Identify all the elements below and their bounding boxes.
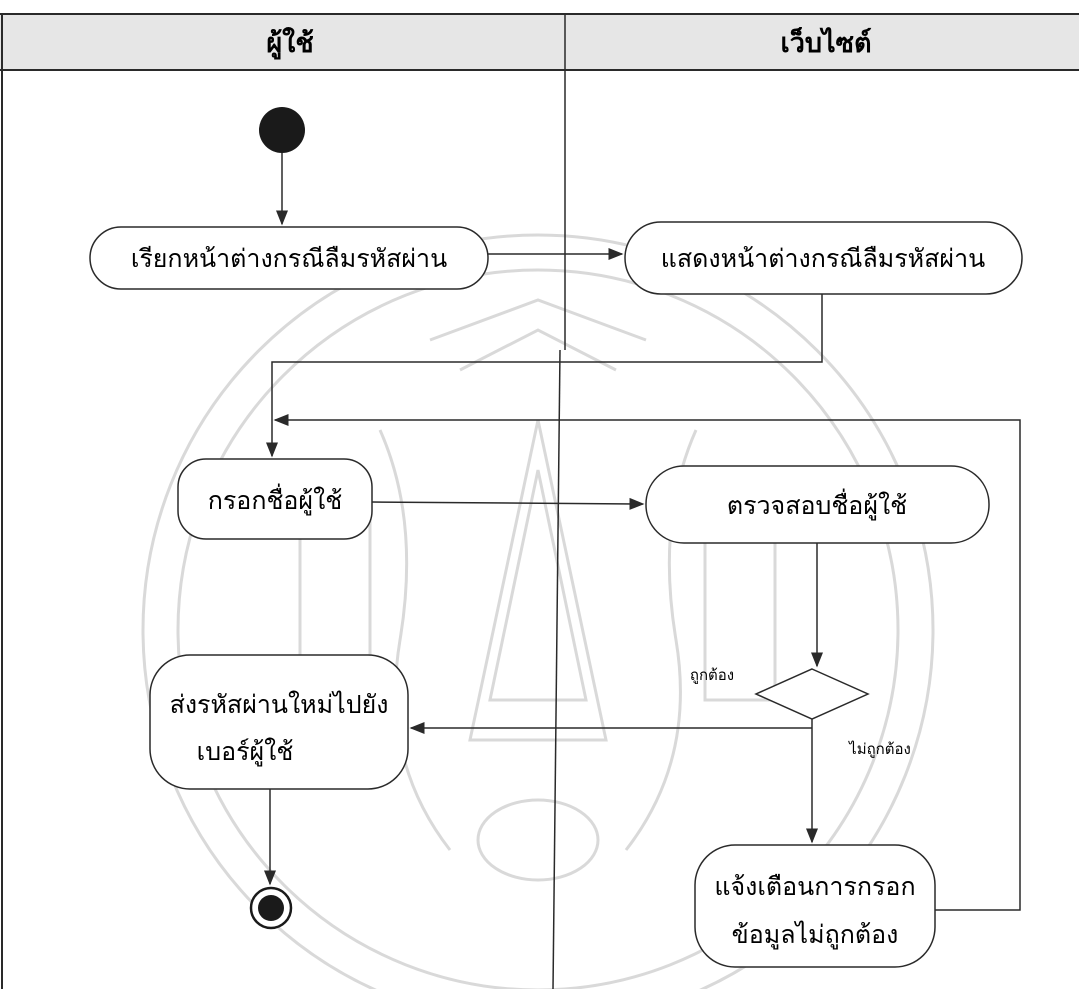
action-warn-invalid [694,844,936,968]
action-check-username-label: ตรวจสอบชื่อผู้ใช้ [727,488,907,521]
action-enter-username [177,458,373,540]
action-request-forgot-page-label: เรียกหน้าต่างกรณีลืมรหัสผ่าน [131,244,447,273]
action-send-new-password [149,654,409,790]
action-show-forgot-page-label: แสดงหน้าต่างกรณีลืมรหัสผ่าน [661,244,985,273]
action-warn-invalid-line1: แจ้งเตือนการกรอก [714,872,915,901]
action-request-forgot-page [89,226,489,290]
guard-correct: ถูกต้อง [690,666,734,684]
flow-show-to-enter-username [266,294,823,458]
lane-title-user: ผู้ใช้ [266,27,313,60]
initial-node [259,107,305,153]
decision-node [754,668,870,720]
action-enter-username-label: กรอกชื่อผู้ใช้ [208,483,343,516]
flow-enter-to-check [371,497,645,510]
flow-warn-loop-back [273,414,1021,911]
action-send-new-password-line1: ส่งรหัสผ่านใหม่ไปยัง [170,690,389,719]
guard-incorrect: ไม่ถูกต้อง [848,740,911,758]
action-send-new-password-line2: เบอร์ผู้ใช้ [197,737,294,767]
lane-title-website: เว็บไซต์ [781,25,872,59]
action-show-forgot-page [624,221,1023,295]
final-node-inner [258,895,284,921]
action-warn-invalid-line2: ข้อมูลไม่ถูกต้อง [732,920,899,950]
swimlane-frame [0,13,1079,989]
